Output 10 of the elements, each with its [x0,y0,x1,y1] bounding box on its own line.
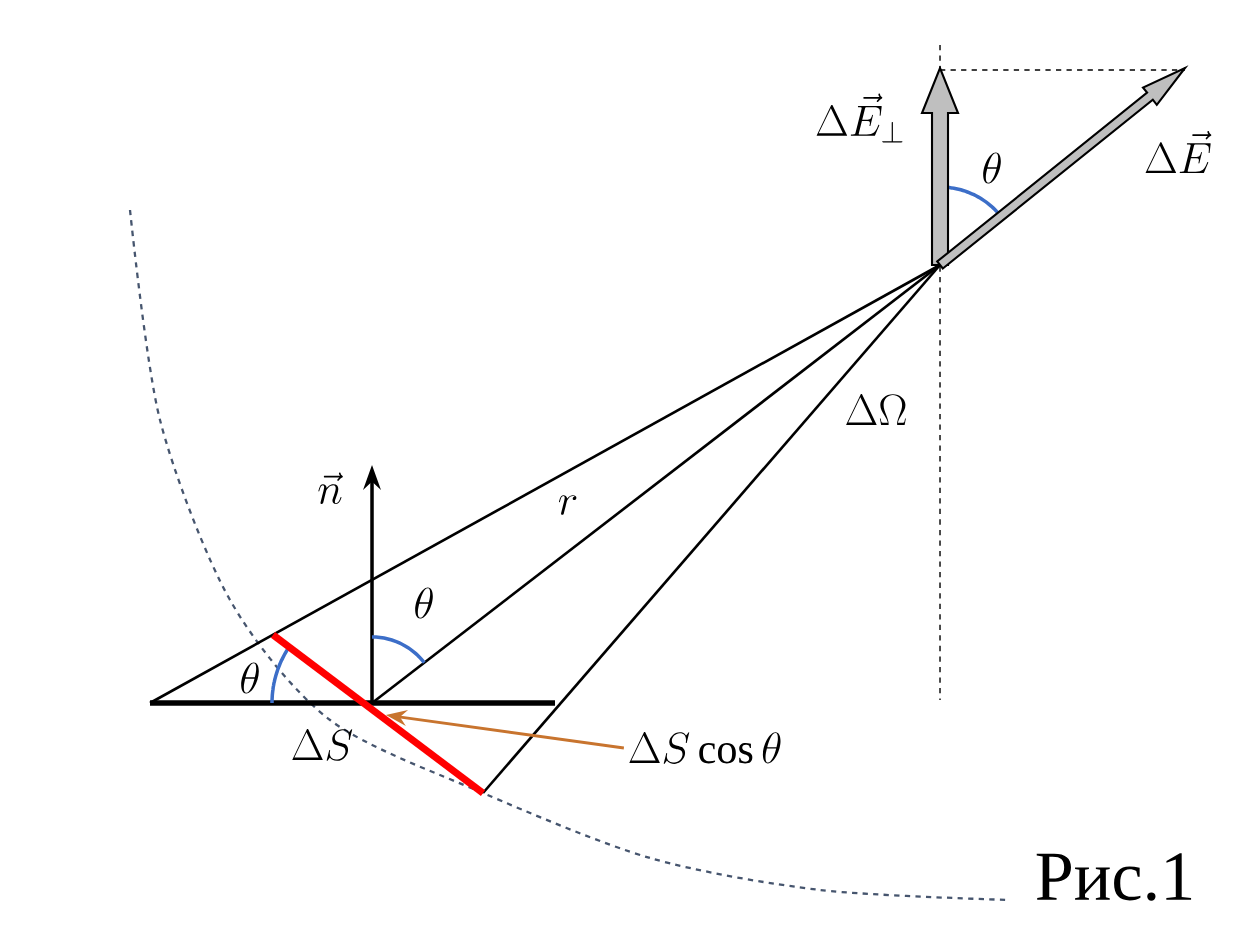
formula-label: $\Delta S\cos\theta$ [629,732,781,764]
angle-label: $\Delta\Omega$ [846,394,906,425]
vector-label: $\Delta\vec{E}$ [1145,130,1212,174]
angle-label: $\theta$ [983,152,1001,184]
vector-label: $\Delta\vec{E}_{\perp}$ [816,93,903,143]
figure-caption: Рис.1 [1036,853,1192,901]
length-label: $r$ [558,495,577,515]
area-label: $\Delta S$ [292,729,353,761]
surface-segment [270,632,486,796]
vector-label: $\vec{n}$ [318,472,343,504]
